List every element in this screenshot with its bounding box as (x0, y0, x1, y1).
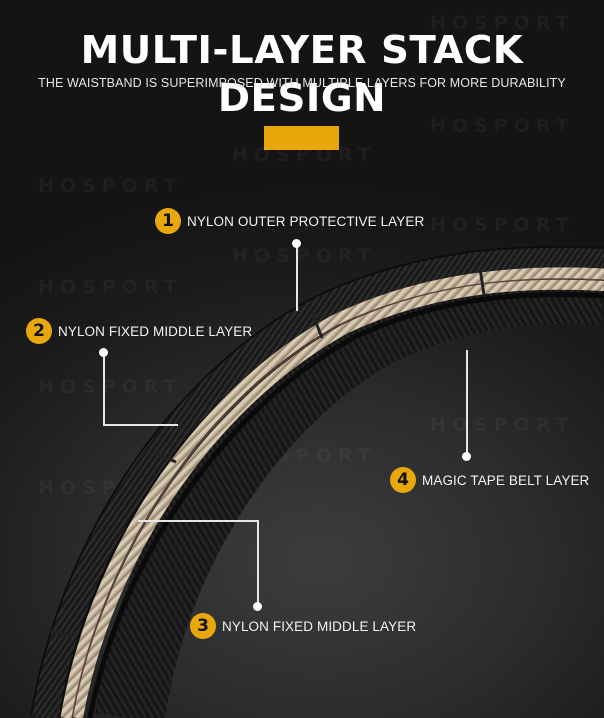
callout-4-label: MAGIC TAPE BELT LAYER (422, 472, 590, 488)
watermark: HOSPORT (38, 376, 183, 398)
callout-3-label: NYLON FIXED MIDDLE LAYER (222, 618, 417, 634)
callout-3-dot (253, 602, 262, 611)
accent-bar (264, 126, 339, 150)
callout-1-label: NYLON OUTER PROTECTIVE LAYER (187, 213, 425, 229)
callout-2-badge: 2 (26, 318, 52, 344)
callout-3-leader-line (138, 520, 258, 522)
callout-2: 2 NYLON FIXED MIDDLE LAYER (26, 318, 252, 344)
watermark: HOSPORT (430, 12, 575, 34)
callout-3-badge: 3 (190, 613, 216, 639)
callout-2-dot (99, 348, 108, 357)
callout-3-leader-line (257, 520, 259, 604)
callout-4: 4 MAGIC TAPE BELT LAYER (390, 467, 589, 493)
watermark: HOSPORT (430, 115, 575, 137)
watermark: HOSPORT (430, 214, 575, 236)
callout-3: 3 NYLON FIXED MIDDLE LAYER (190, 613, 416, 639)
callout-2-label: NYLON FIXED MIDDLE LAYER (58, 323, 253, 339)
watermark: HOSPORT (38, 175, 183, 197)
callout-4-badge: 4 (390, 467, 416, 493)
callout-1: 1 NYLON OUTER PROTECTIVE LAYER (155, 208, 424, 234)
callout-4-leader-line (466, 350, 468, 458)
callout-2-leader-line (103, 353, 105, 425)
callout-4-dot (462, 452, 471, 461)
callout-1-badge: 1 (155, 208, 181, 234)
page-subtitle: THE WAISTBAND IS SUPERIMPOSED WITH MULTI… (38, 76, 566, 90)
callout-2-leader-line (103, 424, 178, 426)
callout-1-dot (292, 239, 301, 248)
watermark: HOSPORT (38, 276, 183, 298)
callout-1-leader-line (296, 243, 298, 311)
page-title: MULTI-LAYER STACK DESIGN (80, 28, 524, 120)
watermark: HOSPORT (430, 414, 575, 436)
watermark: HOSPORT (232, 245, 377, 267)
